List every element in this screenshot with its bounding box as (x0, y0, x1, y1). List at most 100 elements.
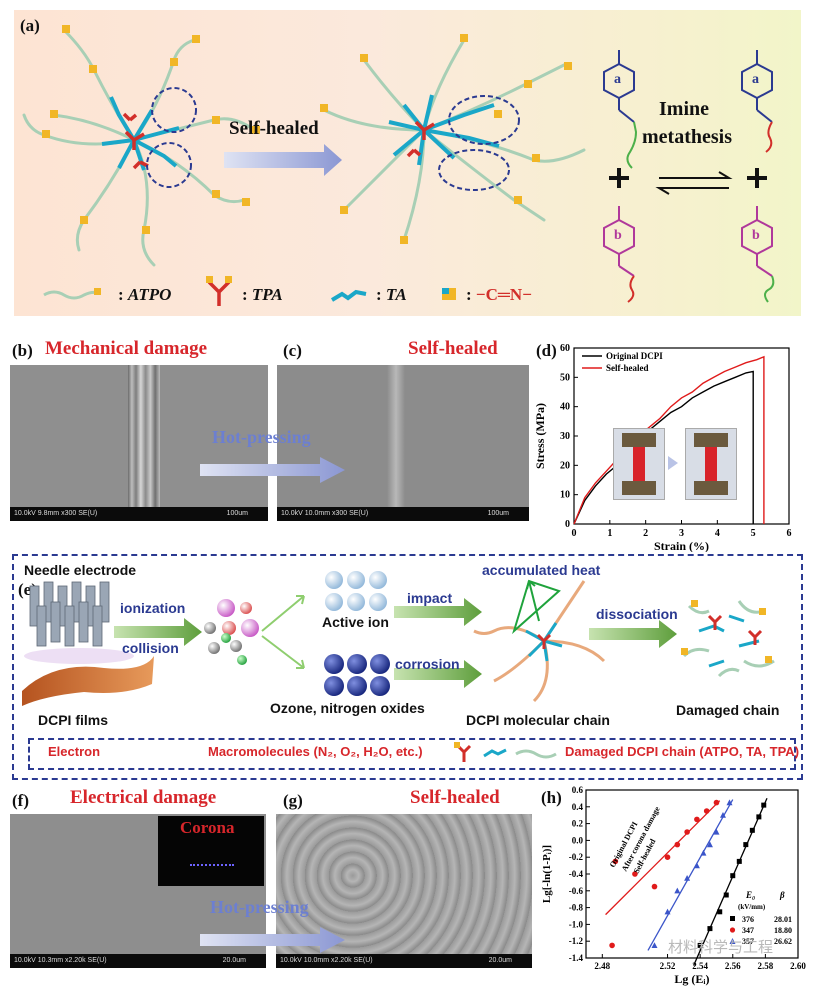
active-ion-label: Active ion (322, 614, 389, 630)
x-axis-label: Lg (Eᵢ) (674, 972, 709, 986)
x-tick-label: 2.56 (725, 961, 741, 971)
fit-line-2 (647, 799, 734, 951)
panel-d-label: (d) (536, 341, 557, 360)
heat-label: accumulated heat (482, 562, 601, 578)
point-corona (674, 841, 681, 848)
ring-a-left: a (614, 72, 621, 87)
point-healed (713, 828, 720, 835)
point-original (730, 873, 736, 879)
y-tick-label: -1.4 (569, 953, 584, 963)
series-line-1 (573, 355, 765, 525)
sem-scale-f: 20.0um (222, 957, 246, 964)
point-original (697, 942, 703, 948)
table-beta-value: 26.62 (774, 937, 792, 946)
panel-f-title: Electrical damage (70, 787, 217, 808)
corona-dots (190, 864, 234, 868)
damaged-chain-icon (681, 600, 775, 678)
y-tick-label: 40 (560, 402, 570, 413)
point-healed (693, 862, 700, 869)
point-original (717, 909, 723, 915)
star-polymer-right (320, 34, 586, 244)
legend-macromolecules: Macromolecules (N₂, O₂, H₂O, etc.) (208, 744, 423, 759)
collision-label: collision (122, 640, 179, 656)
imine-label-1: Imine (659, 98, 709, 120)
hot-pressing-label-1: Hot-pressing (212, 427, 311, 447)
sem-image-b: 10.0kV 9.8mm x300 SE(U) 100um (10, 365, 268, 521)
y-tick-label: -0.4 (569, 869, 584, 879)
point-corona (664, 854, 671, 860)
point-healed (706, 841, 713, 848)
table-marker-2 (729, 938, 736, 944)
point-healed (719, 812, 726, 818)
branch-arrows (261, 595, 305, 669)
point-healed (674, 887, 681, 894)
sem-info-f: 10.0kV 10.3mm x2.20k SE(U) (10, 954, 266, 968)
ring-a-right: a (752, 72, 759, 87)
fit-line-1 (605, 800, 721, 916)
particle-cluster (204, 599, 259, 665)
sem-scale-c: 100um (487, 510, 509, 517)
y-tick-label: 50 (560, 372, 570, 383)
ring-b-left: b (614, 228, 622, 243)
point-healed (684, 875, 691, 881)
scratch-groove (128, 365, 160, 507)
x-tick-label: 0 (572, 528, 577, 539)
panel-b-title: Mechanical damage (45, 338, 208, 359)
sem-info-b: 10.0kV 9.8mm x300 SE(U) (10, 507, 268, 521)
self-healed-arrow (224, 144, 342, 176)
y-tick-label: -0.6 (569, 886, 584, 896)
point-original (756, 814, 762, 820)
panel-e-legend-box (28, 738, 796, 770)
star-polymer-left (22, 25, 260, 267)
tensile-photo-2 (685, 428, 737, 500)
ozone-balls (324, 654, 390, 696)
point-corona (703, 808, 710, 814)
panel-f-label: (f) (12, 791, 29, 810)
plot-frame (573, 347, 790, 525)
legend-damaged-chain: Damaged DCPI chain (ATPO, TA, TPA) (565, 744, 800, 759)
imine-right (741, 50, 775, 303)
point-corona (713, 799, 720, 806)
y-tick-label: -0.2 (569, 852, 584, 862)
sem-scale-b: 100um (226, 510, 248, 517)
table-marker-0 (730, 916, 735, 921)
panel-h-label: (h) (541, 788, 562, 807)
table-beta-value: 28.01 (774, 915, 792, 924)
impact-label: impact (407, 590, 453, 606)
point-original (761, 802, 767, 808)
table-unit: (kV/mm) (738, 903, 766, 911)
legend-damaged-glyphs (454, 742, 557, 762)
active-ion-balls (325, 571, 387, 611)
dcpi-film-icon (22, 656, 154, 706)
legend-glyphs (43, 276, 456, 306)
panel-c-label: (c) (283, 341, 302, 360)
y-tick-label: -1.0 (569, 919, 584, 929)
y-tick-label: -0.8 (569, 903, 584, 913)
x-tick-label: 2.54 (692, 961, 708, 971)
panel-g-label: (g) (283, 791, 303, 810)
corrosion-label: corrosion (395, 656, 460, 672)
fit-line-0 (693, 797, 768, 966)
point-corona (609, 942, 615, 949)
y-tick-label: 0.4 (572, 802, 584, 812)
panel-g-title: Self-healed (410, 787, 500, 808)
sem-scale-g: 20.0um (488, 957, 512, 964)
series-line-0 (573, 370, 754, 525)
legend-atpo: : ATPO (118, 285, 172, 304)
corona-inset-label: Corona (180, 818, 235, 837)
tensile-arrow-icon (668, 456, 678, 470)
point-healed (700, 849, 707, 856)
table-beta-value: 18.80 (774, 926, 792, 935)
table-marker-1 (729, 927, 736, 933)
panel-e-graphic (22, 571, 775, 706)
self-healed-arrow-label: Self-healed (229, 118, 319, 139)
dcpi-films-label: DCPI films (38, 712, 109, 728)
point-corona (612, 858, 619, 865)
table-e0-value: 357 (742, 937, 754, 946)
corona-inset: Corona (158, 816, 264, 886)
x-tick-label: 2 (643, 528, 648, 539)
dissociation-arrow (589, 620, 677, 648)
dissociation-label: dissociation (596, 606, 678, 622)
ionization-label: ionization (120, 600, 186, 616)
